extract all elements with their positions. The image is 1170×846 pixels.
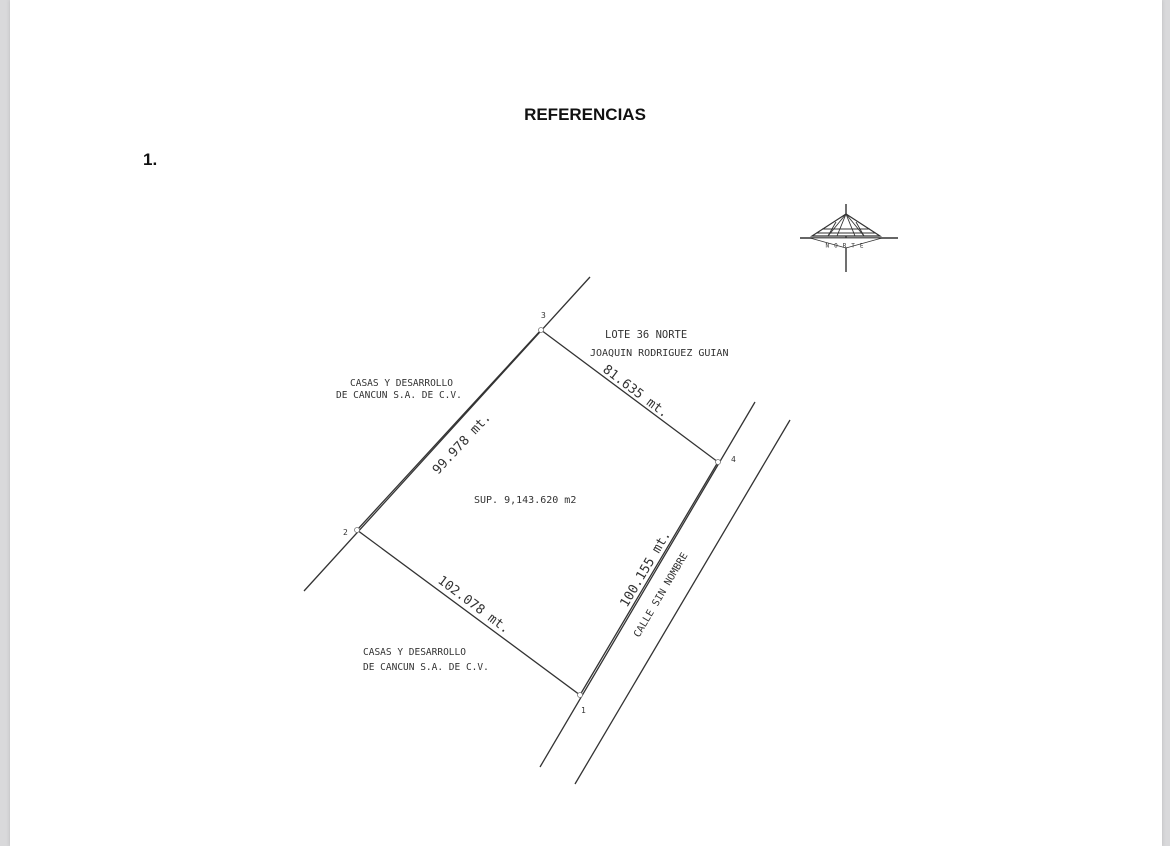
street-line-near — [539, 401, 756, 768]
neighbor-west-line2: DE CANCUN S.A. DE C.V. — [336, 390, 462, 401]
north-label: NORTE — [825, 243, 868, 250]
vertex-2-marker — [354, 527, 360, 533]
vertex-4-label: 4 — [731, 455, 736, 464]
side-2-1-length: 102.078 mt. — [435, 573, 513, 637]
street-line-far — [574, 419, 791, 785]
lot-plan-diagram: NORTE 3 4 1 2 LOTE 36 NORTE JOAQUIN RODR… — [303, 204, 898, 785]
neighbor-west-line1: CASAS Y DESARROLLO — [350, 378, 453, 389]
north-arrow-icon: NORTE — [800, 204, 898, 272]
side-3-4-length: 81.635 mt. — [600, 362, 672, 421]
vertex-3-label: 3 — [541, 311, 546, 320]
neighbor-north-line2: JOAQUIN RODRIGUEZ GUIAN — [590, 348, 728, 359]
neighbor-north-line1: LOTE 36 NORTE — [605, 329, 687, 341]
item-number: 1. — [143, 150, 158, 169]
side-2-3-length: 99.978 mt. — [430, 410, 494, 477]
neighbor-south-line1: CASAS Y DESARROLLO — [363, 647, 466, 658]
vertex-4-marker — [715, 459, 721, 465]
west-boundary-line — [303, 276, 591, 592]
document-page: REFERENCIAS 1. NORTE — [10, 0, 1162, 846]
vertex-3-marker — [538, 327, 544, 333]
page-heading: REFERENCIAS — [524, 105, 646, 124]
vertex-2-label: 2 — [343, 528, 348, 537]
neighbor-south-line2: DE CANCUN S.A. DE C.V. — [363, 662, 489, 673]
area-label: SUP. 9,143.620 m2 — [474, 495, 576, 506]
vertex-1-label: 1 — [581, 706, 586, 715]
vertex-1-marker — [577, 692, 583, 698]
